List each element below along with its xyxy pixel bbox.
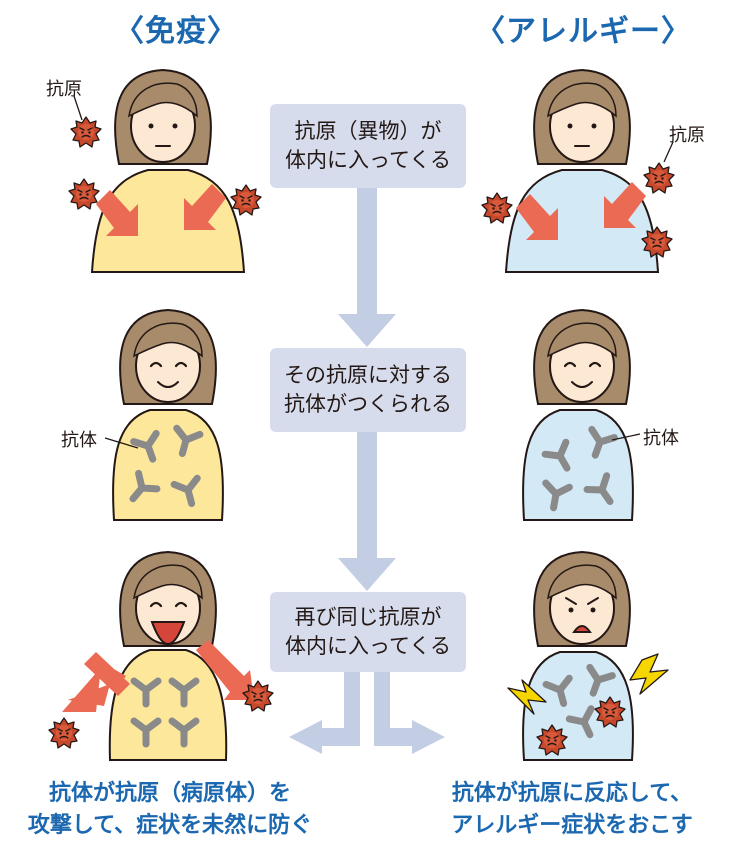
immunity-result-line-2: 攻撃して、症状を未然に防ぐ — [27, 813, 313, 838]
step-1-line-2: 体内に入ってくる — [285, 148, 451, 172]
immunity-result: 抗体が抗原（病原体）を 攻撃して、症状を未然に防ぐ — [0, 778, 340, 842]
lightning-icons — [507, 653, 669, 715]
red-arrows-3 — [62, 640, 254, 712]
antigen-label-left: 抗原 — [46, 79, 82, 100]
red-arrows-1 — [96, 184, 226, 236]
immunity-result-line-1: 抗体が抗原（病原体）を — [48, 781, 291, 806]
allergy-title: 〈アレルギー〉 — [475, 14, 692, 49]
antigen-label-right: 抗原 — [669, 125, 705, 146]
immunity-title: 〈免疫〉 — [114, 14, 238, 49]
allergy-result: 抗体が抗原に反応して、 アレルギー症状をおこす — [410, 778, 734, 842]
step-3-line-1: 再び同じ抗原が — [294, 605, 442, 629]
step-box-3: 再び同じ抗原が 体内に入ってくる — [270, 592, 466, 672]
red-arrows-r1 — [516, 182, 646, 240]
step-box-2: その抗原に対する 抗体がつくられる — [270, 348, 466, 432]
flow-arrows — [289, 188, 445, 754]
allergy-result-line-1: 抗体が抗原に反応して、 — [451, 781, 693, 806]
allergy-person-3 — [522, 551, 634, 761]
step-1-line-1: 抗原（異物）が — [294, 119, 442, 143]
allergy-person-2 — [522, 309, 634, 521]
immunity-person-2 — [112, 309, 224, 521]
antibody-label-left: 抗体 — [61, 430, 97, 451]
immunity-person-3 — [108, 551, 228, 761]
allergy-person-1 — [504, 69, 660, 273]
step-2-line-2: 抗体がつくられる — [284, 392, 452, 416]
immunity-person-1 — [90, 69, 246, 273]
step-3-line-2: 体内に入ってくる — [285, 634, 451, 658]
step-2-line-1: その抗原に対する — [284, 363, 452, 387]
step-box-1: 抗原（異物）が 体内に入ってくる — [270, 104, 466, 188]
antibody-label-right: 抗体 — [643, 428, 679, 449]
allergy-result-line-2: アレルギー症状をおこす — [451, 813, 693, 838]
